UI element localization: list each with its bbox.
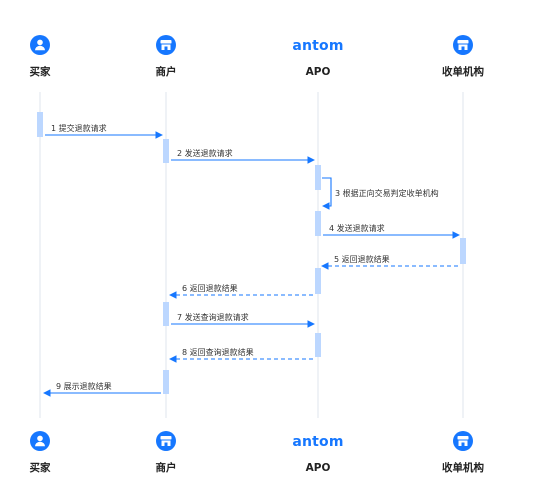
participant-name: 收单机构: [442, 461, 484, 474]
store-icon: [453, 431, 473, 451]
message-label: 4 发送退款请求: [329, 223, 385, 233]
antom-logo: antom: [292, 38, 343, 54]
participant-name: 商户: [156, 461, 177, 474]
participant-0: 买家: [30, 35, 51, 78]
activation-bar: [37, 112, 43, 137]
message-arrow: [322, 177, 332, 210]
store-icon: [453, 35, 473, 55]
store-icon: [156, 431, 176, 451]
participant-1: 商户: [156, 431, 177, 474]
message-4: 4 发送退款请求: [323, 223, 460, 239]
antom-logo: antom: [292, 434, 343, 450]
participant-3: 收单机构: [442, 431, 484, 474]
participant-3: 收单机构: [442, 35, 484, 78]
participant-name: APO: [306, 66, 331, 78]
message-label: 5 返回退款结果: [334, 254, 390, 264]
activation-bar: [163, 302, 169, 326]
activation-bar: [163, 139, 169, 163]
message-6: 6 返回退款结果: [169, 283, 313, 299]
message-label: 7 发送查询退款请求: [177, 312, 249, 322]
message-3: 3 根据正向交易判定收单机构: [322, 177, 439, 210]
activation-bar: [163, 370, 169, 394]
message-label: 3 根据正向交易判定收单机构: [335, 188, 439, 198]
message-label: 9 展示退款结果: [56, 381, 112, 391]
message-2: 2 发送退款请求: [171, 148, 315, 164]
participant-name: APO: [306, 462, 331, 474]
participant-name: 收单机构: [442, 65, 484, 78]
message-label: 1 提交退款请求: [51, 123, 107, 133]
message-1: 1 提交退款请求: [45, 123, 163, 139]
message-label: 2 发送退款请求: [177, 148, 233, 158]
message-label: 6 返回退款结果: [182, 283, 238, 293]
message-label: 8 返回查询退款结果: [182, 347, 254, 357]
message-7: 7 发送查询退款请求: [171, 312, 315, 328]
participant-name: 商户: [156, 65, 177, 78]
participant-1: 商户: [156, 35, 177, 78]
activation-bar: [315, 333, 321, 357]
user-icon: [30, 431, 50, 451]
activation-bar: [315, 268, 321, 294]
activation-bar: [460, 238, 466, 264]
participant-name: 买家: [30, 461, 51, 474]
participant-name: 买家: [30, 65, 51, 78]
store-icon: [156, 35, 176, 55]
message-9: 9 展示退款结果: [43, 381, 161, 397]
message-5: 5 返回退款结果: [321, 254, 458, 270]
message-8: 8 返回查询退款结果: [169, 347, 313, 363]
user-icon: [30, 35, 50, 55]
activation-bar: [315, 211, 321, 236]
participant-0: 买家: [30, 431, 51, 474]
activation-bar: [315, 165, 321, 190]
